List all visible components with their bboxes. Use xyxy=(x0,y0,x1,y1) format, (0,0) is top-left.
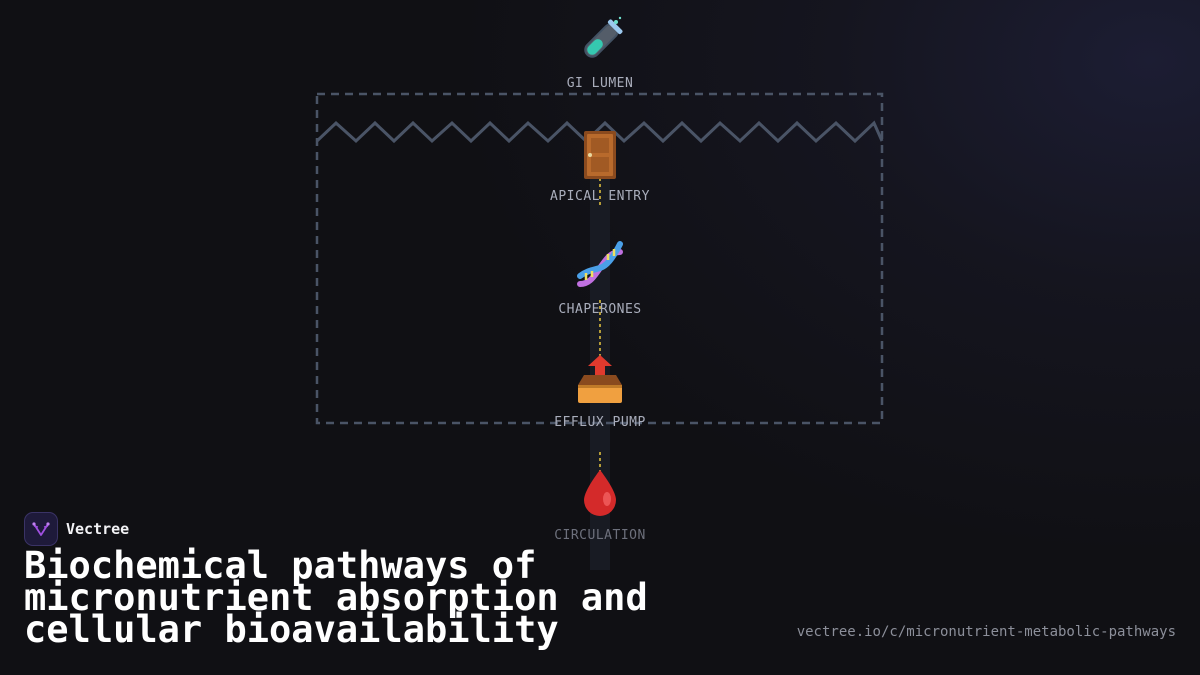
dna-icon xyxy=(577,241,623,287)
node-label: CIRCULATION xyxy=(554,528,646,543)
brand: Vectree xyxy=(24,512,129,546)
node-chaperones: CHAPERONES xyxy=(500,240,700,317)
cell-boundary xyxy=(315,92,884,425)
node-label: GI LUMEN xyxy=(566,76,634,91)
brand-name: Vectree xyxy=(66,520,130,538)
page-title: Biochemical pathways of micronutrient ab… xyxy=(24,544,648,651)
node-label: EFFLUX PUMP xyxy=(554,415,646,430)
source-url[interactable]: vectree.io/c/micronutrient-metabolic-pat… xyxy=(796,624,1176,640)
node-label: APICAL ENTRY xyxy=(550,189,650,204)
door-icon xyxy=(584,131,616,179)
node-efflux-pump: EFFLUX PUMP xyxy=(500,353,700,430)
test-tube-icon xyxy=(584,16,623,58)
node-label: CHAPERONES xyxy=(558,302,642,317)
blood-drop-icon xyxy=(584,470,616,516)
node-gi-lumen: GI LUMEN xyxy=(500,14,700,91)
node-circulation: CIRCULATION xyxy=(500,466,700,543)
node-apical-entry: APICAL ENTRY xyxy=(500,127,700,204)
vectree-logo-icon xyxy=(24,512,58,546)
apical-membrane xyxy=(315,120,884,144)
outbox-tray-icon xyxy=(578,355,622,403)
